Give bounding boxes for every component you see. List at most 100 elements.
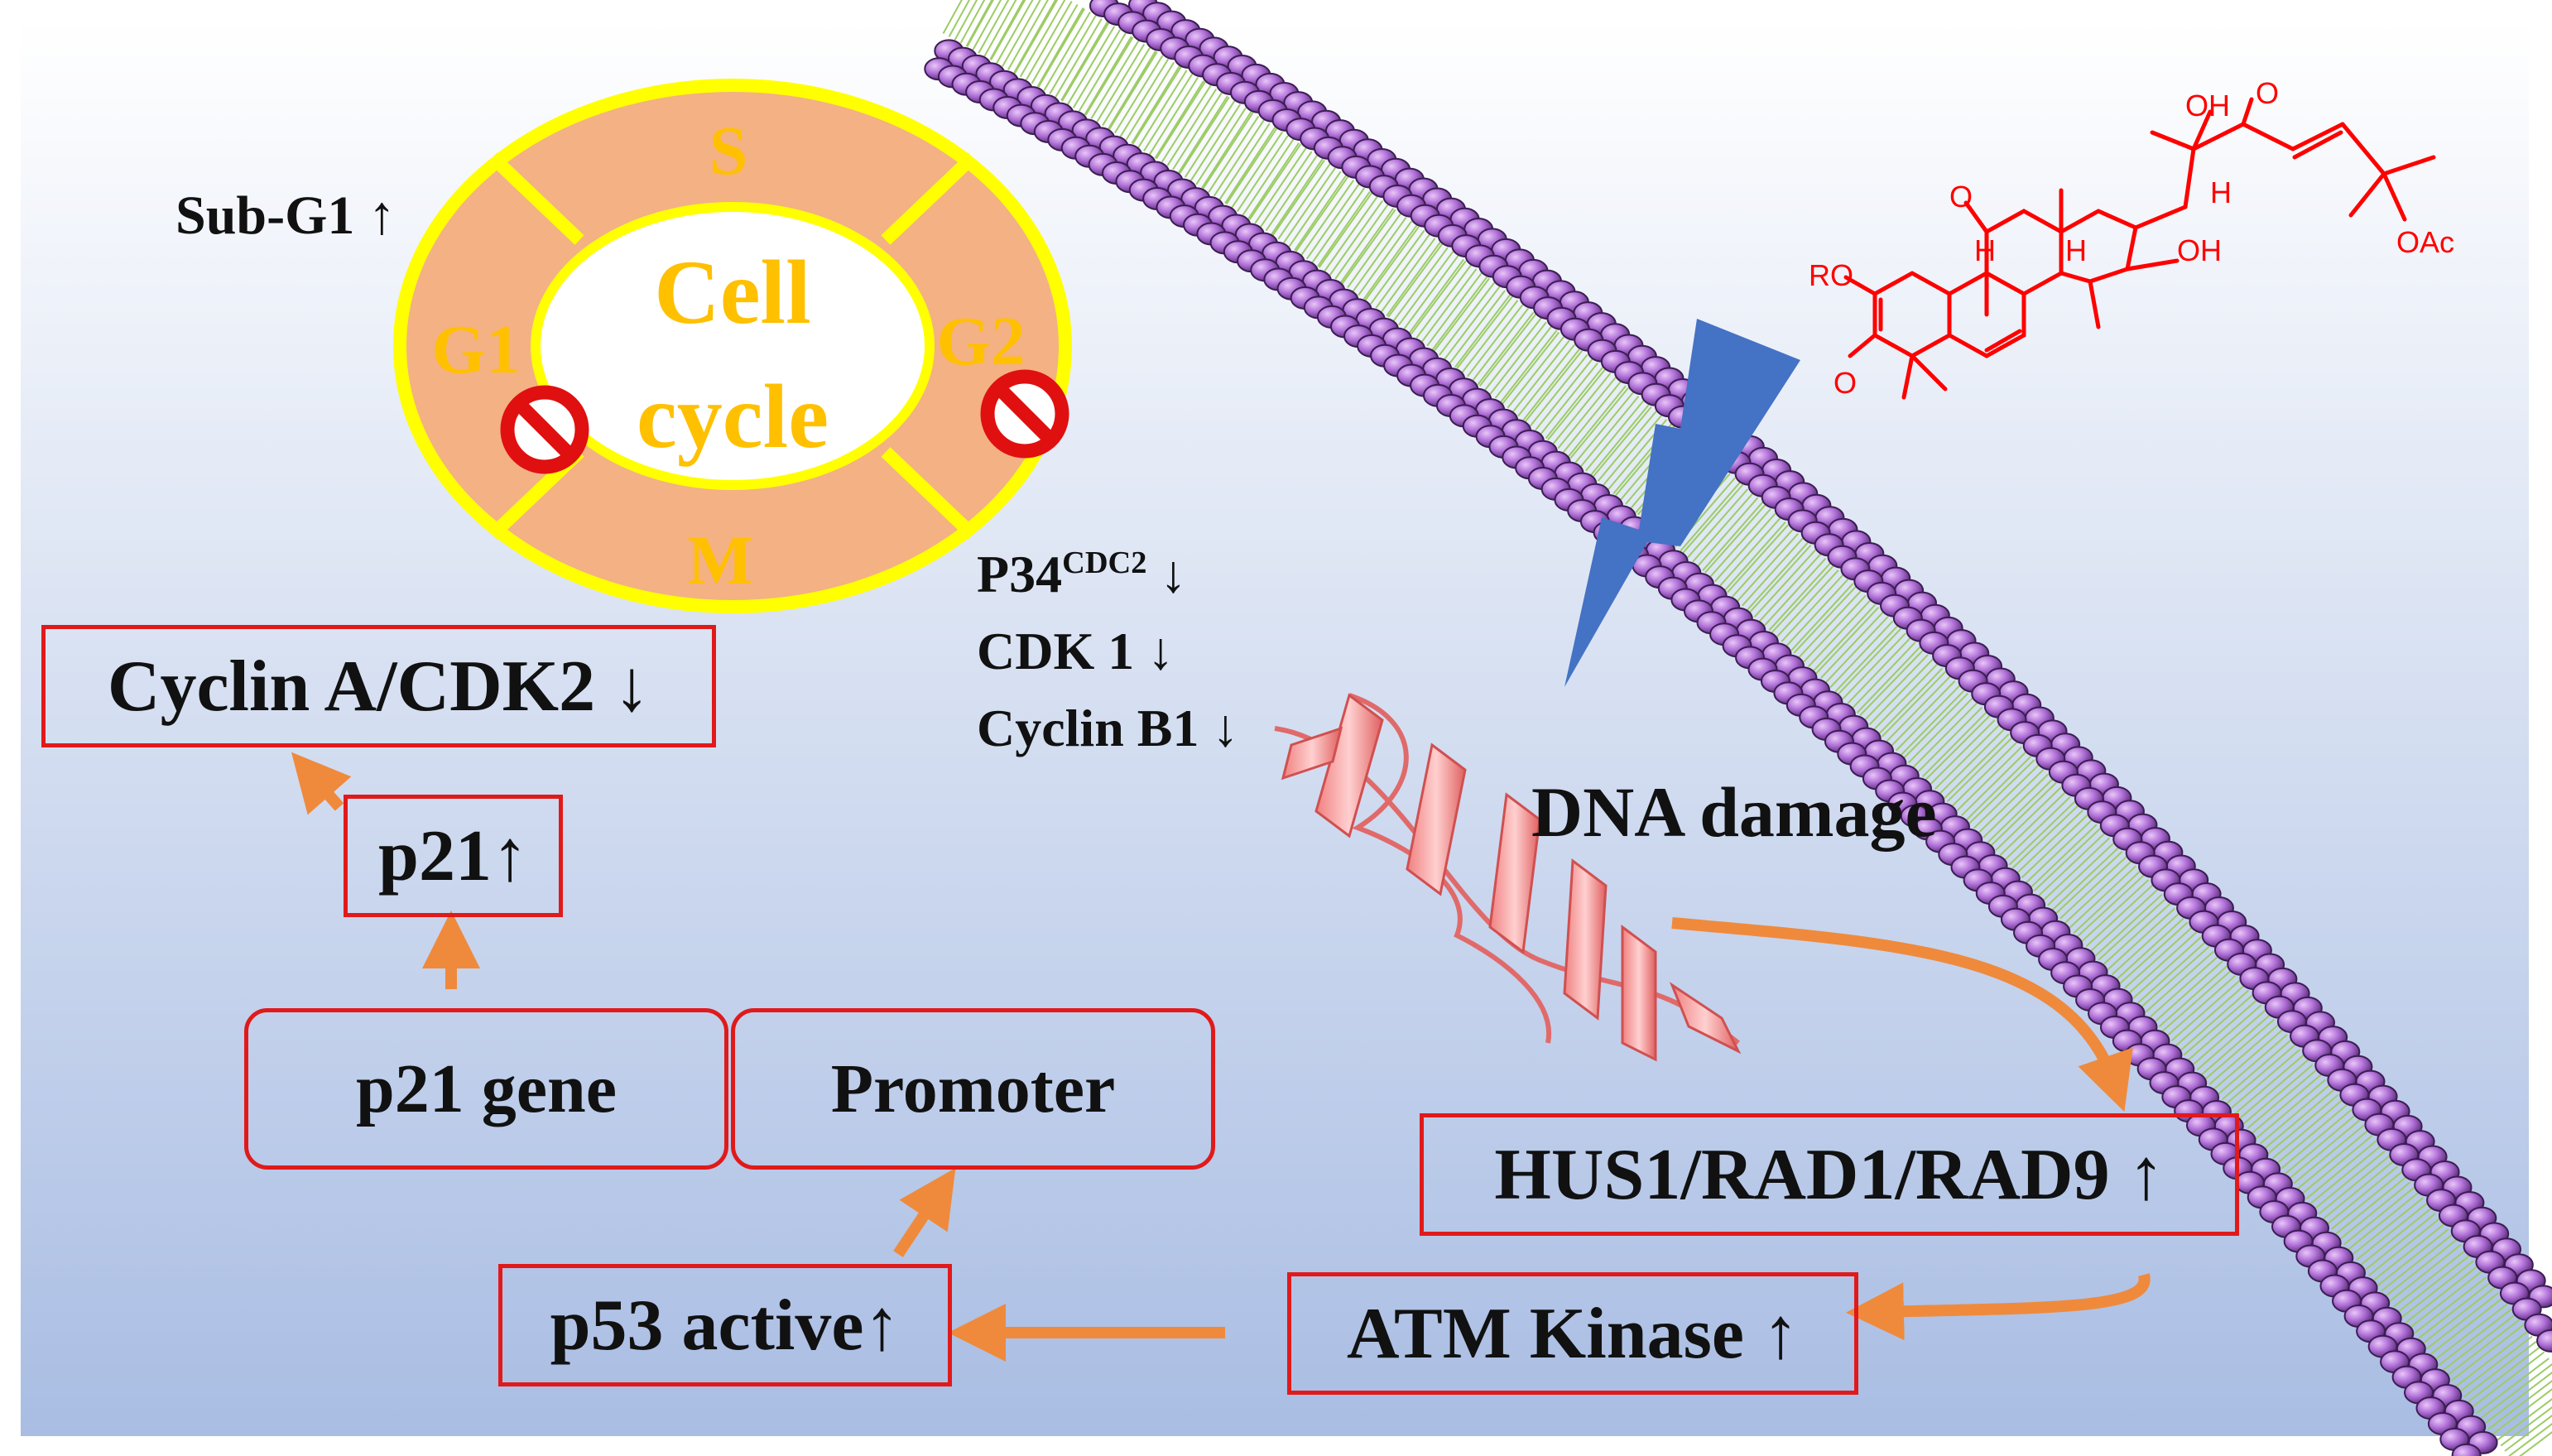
lipid-tail xyxy=(1218,123,1271,200)
phase-g2: G2 xyxy=(936,303,1025,380)
lipid-tail xyxy=(2364,1212,2436,1271)
lipid-tail xyxy=(1590,404,1650,476)
lipid-tail xyxy=(1903,692,1969,759)
lipid-tail xyxy=(1569,387,1629,459)
lipid-tail xyxy=(1096,43,1146,123)
lipid-tail xyxy=(1895,685,1961,752)
lipid-tail xyxy=(2192,1004,2262,1066)
lipid-tail xyxy=(1341,209,1396,285)
lipid-tail xyxy=(1363,224,1418,300)
lipid-tail xyxy=(1398,251,1454,326)
lipid-tail xyxy=(2225,1044,2296,1105)
lipid-tail xyxy=(1060,22,1108,101)
lipid-tail xyxy=(2446,1319,2521,1377)
lipid-tail xyxy=(1370,229,1425,305)
lipid-tail xyxy=(1456,296,1513,369)
lipid-tail xyxy=(2136,941,2206,1004)
lipid-tail xyxy=(1714,512,1776,583)
lipid-tail xyxy=(1002,0,1041,67)
lipid-tail xyxy=(2389,1244,2462,1303)
lipid-tail xyxy=(2016,809,2084,874)
lipid-tail xyxy=(1727,524,1790,593)
dna-damage-label: DNA damage xyxy=(1531,772,1937,852)
lipid-tail xyxy=(2234,1054,2305,1115)
lipid-tail xyxy=(1522,348,1581,421)
lipid-tail xyxy=(2356,1202,2428,1261)
lipid-tail xyxy=(1409,258,1465,334)
compound-labels: OH O H O H H OH OAc RO O xyxy=(1809,76,2454,400)
lipid-tail xyxy=(1847,637,1911,704)
lipid-tail xyxy=(1724,521,1786,591)
lipid-tail xyxy=(2314,1150,2386,1210)
compound-oh-top: OH xyxy=(2185,89,2230,123)
lipid-tail xyxy=(1013,0,1059,74)
lipid-tail xyxy=(2021,814,2088,879)
lipid-tail xyxy=(1771,565,1834,633)
lipid-tail xyxy=(1472,307,1529,382)
lipid-tail xyxy=(2200,1014,2271,1076)
lipid-tail xyxy=(1597,410,1657,482)
lipid-tail xyxy=(1530,353,1588,427)
lipid-tail xyxy=(1489,321,1547,395)
lipid-tail xyxy=(948,0,971,37)
lipid-tail xyxy=(2318,1155,2390,1215)
lipid-tail xyxy=(2004,795,2071,861)
lipid-tail xyxy=(1987,778,2054,843)
p21-box: p21↑ xyxy=(344,795,563,917)
lipid-tail xyxy=(2081,879,2150,943)
lipid-tail xyxy=(989,0,1025,60)
lipid-tail xyxy=(1184,100,1236,178)
lipid-tail xyxy=(2089,888,2159,953)
lipid-tail xyxy=(1420,268,1478,343)
lipid-tail xyxy=(1300,180,1354,256)
lipid-tail xyxy=(1834,625,1899,693)
lipid-tail xyxy=(1143,73,1194,151)
lipid-tail xyxy=(1864,654,1929,721)
lipid-tail xyxy=(1477,311,1535,386)
lipid-tail xyxy=(1084,36,1134,116)
lipid-tail xyxy=(1912,702,1978,768)
lipid-tail xyxy=(1358,220,1412,296)
compound-ketone-o-top: O xyxy=(2256,76,2279,110)
lipid-tail xyxy=(1364,226,1420,301)
lipid-tail xyxy=(1084,36,1132,115)
lipid-tail xyxy=(1798,590,1862,659)
lipid-tail xyxy=(1873,663,1939,730)
lipid-tail xyxy=(1025,0,1073,81)
lipid-tail xyxy=(1478,313,1537,387)
lipid-tail xyxy=(2450,1324,2525,1382)
lipid-tail xyxy=(1090,40,1140,119)
lipid-tail xyxy=(2301,1135,2373,1194)
lipid-tail xyxy=(2459,1335,2533,1393)
compound-ketone-o-left: O xyxy=(1949,180,1973,214)
lipid-tail xyxy=(2076,874,2145,938)
lipid-tail xyxy=(1687,488,1749,559)
lipid-tail xyxy=(972,0,1002,50)
lipid-tail xyxy=(1692,493,1754,563)
lipid-tail xyxy=(1891,680,1956,747)
lipid-tail xyxy=(2271,1099,2343,1160)
lipid-tail xyxy=(2504,1415,2552,1452)
lipid-tail xyxy=(1748,544,1812,613)
lipid-tail xyxy=(1125,61,1175,141)
compound-oac: OAc xyxy=(2396,225,2454,259)
lipid-tail xyxy=(1108,50,1156,130)
lipid-tail xyxy=(1166,88,1218,166)
lipid-tail xyxy=(1960,751,2027,817)
lipid-tail xyxy=(2405,1265,2478,1324)
lipid-tail xyxy=(1236,135,1289,212)
lipid-tail xyxy=(1930,719,1996,786)
lipid-tail xyxy=(1155,81,1206,160)
lipid-tail xyxy=(1517,344,1575,417)
lipid-tail xyxy=(1886,675,1951,742)
cell-cycle-center-line1: Cell xyxy=(654,242,810,343)
lipid-tail xyxy=(2230,1049,2300,1110)
lipid-tail xyxy=(1031,3,1079,84)
lipid-tail xyxy=(2170,979,2241,1042)
lipid-tail xyxy=(1102,47,1151,127)
lipid-tail xyxy=(2322,1160,2395,1220)
lipid-tail xyxy=(1265,155,1318,232)
phase-m: M xyxy=(687,522,752,599)
lipid-tail xyxy=(959,0,986,44)
lipid-tail xyxy=(2069,865,2136,930)
